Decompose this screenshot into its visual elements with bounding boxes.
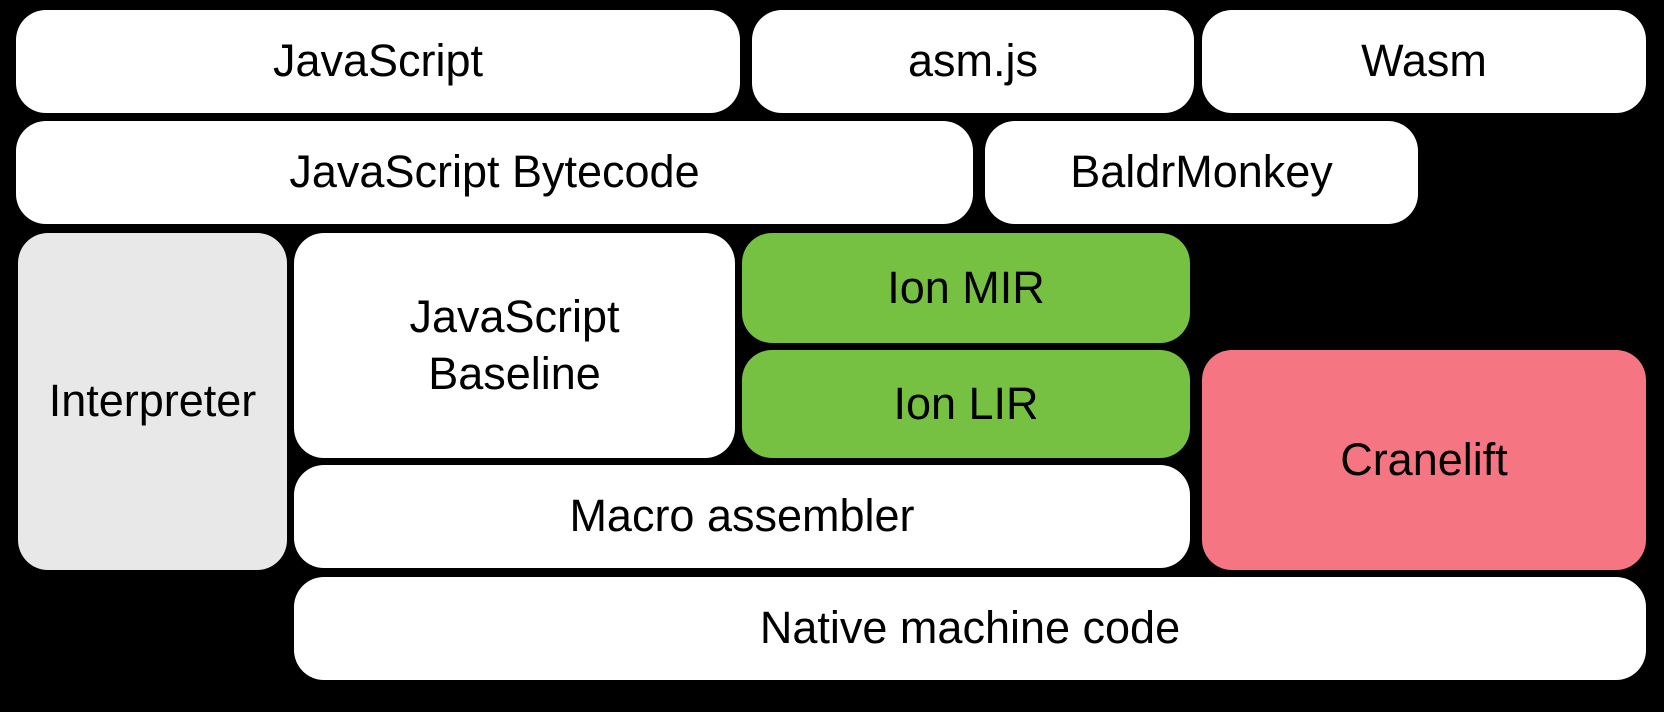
box-javascript-bytecode-label: JavaScript Bytecode xyxy=(289,146,700,198)
box-ion-lir-label: Ion LIR xyxy=(893,377,1039,429)
box-javascript-label: JavaScript xyxy=(272,35,484,87)
box-interpreter-label: Interpreter xyxy=(48,375,257,427)
box-wasm-label: Wasm xyxy=(1361,35,1487,87)
box-baldrmonkey-label: BaldrMonkey xyxy=(1070,146,1333,198)
box-macro-assembler-label: Macro assembler xyxy=(569,490,915,542)
box-interpreter: Interpreter xyxy=(18,233,287,570)
box-javascript-bytecode: JavaScript Bytecode xyxy=(16,121,973,224)
box-macro-assembler: Macro assembler xyxy=(294,465,1190,568)
box-cranelift-label: Cranelift xyxy=(1340,433,1508,485)
box-ion-mir-label: Ion MIR xyxy=(887,261,1045,313)
box-native-machine-code: Native machine code xyxy=(294,577,1646,680)
box-baldrmonkey: BaldrMonkey xyxy=(985,121,1418,224)
box-javascript-baseline-label: JavaScript Baseline xyxy=(409,291,620,399)
box-asm-js: asm.js xyxy=(752,10,1194,113)
box-javascript: JavaScript xyxy=(16,10,740,113)
box-native-machine-code-label: Native machine code xyxy=(759,602,1181,654)
box-cranelift: Cranelift xyxy=(1202,350,1646,570)
box-wasm: Wasm xyxy=(1202,10,1646,113)
box-ion-lir: Ion LIR xyxy=(742,350,1190,458)
box-asm-js-label: asm.js xyxy=(907,35,1038,87)
box-javascript-baseline: JavaScript Baseline xyxy=(294,233,735,458)
box-ion-mir: Ion MIR xyxy=(742,233,1190,343)
